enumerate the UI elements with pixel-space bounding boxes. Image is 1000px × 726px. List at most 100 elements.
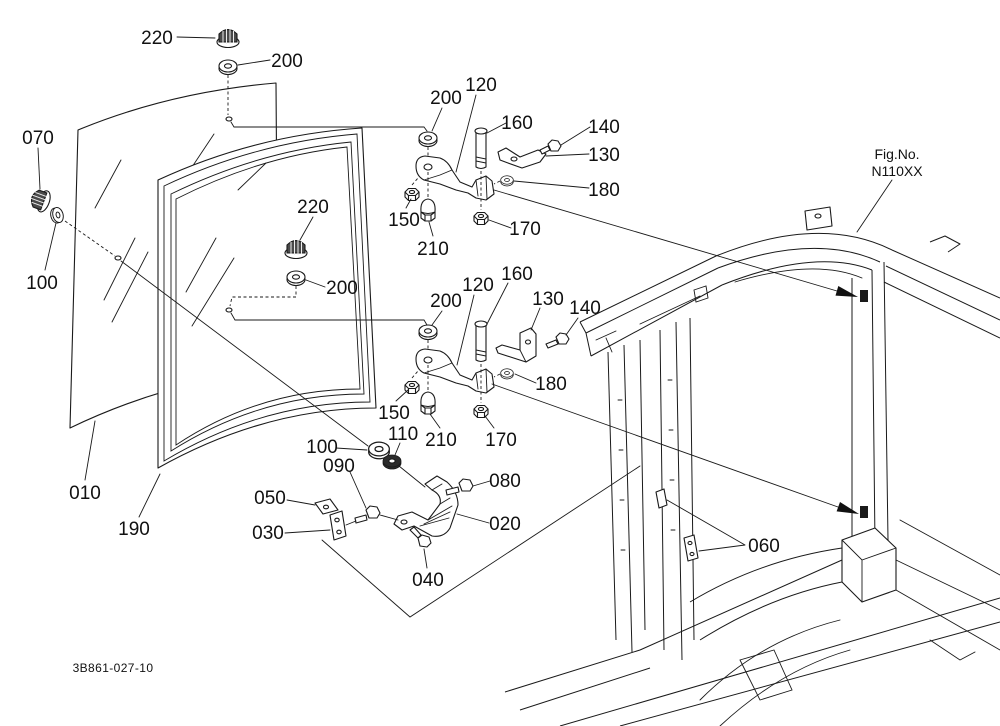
lower-hinge-parts	[404, 320, 514, 419]
part-160-pin-lower	[474, 320, 488, 363]
callout-170-upper: 170	[509, 219, 541, 240]
glass-mount-hole	[225, 116, 233, 122]
part-020-bracket	[393, 475, 459, 537]
callout-190: 190	[118, 519, 150, 540]
callout-220-mid: 220	[297, 197, 329, 218]
callout-060: 060	[748, 536, 780, 557]
callout-170-lower: 170	[485, 430, 517, 451]
part-060-plate-rear	[655, 488, 668, 509]
assembly-line	[120, 260, 369, 447]
callout-150-upper: 150	[388, 210, 420, 231]
callout-130-upper: 130	[588, 145, 620, 166]
leader-line	[405, 94, 591, 237]
hinge-mount-mark-upper	[860, 290, 868, 302]
part-090-bolt	[354, 505, 381, 524]
part-060-plate	[683, 534, 699, 562]
part-030-plate	[329, 510, 347, 541]
callout-180-upper: 180	[588, 180, 620, 201]
callout-140-upper: 140	[588, 117, 620, 138]
leader-line	[666, 499, 746, 552]
callout-030: 030	[252, 523, 284, 544]
part-130-bracket-lower	[495, 327, 537, 363]
frame-floor	[504, 547, 1000, 726]
callout-100-lower: 100	[306, 437, 338, 458]
assembly-dashed-line	[229, 286, 297, 307]
callout-090: 090	[323, 456, 355, 477]
part-150-nut-upper	[404, 187, 420, 202]
lower-hinge-assembly: 200 120 160 130 140 180 150 210 170	[378, 264, 601, 451]
frame-left-post	[607, 317, 695, 661]
callout-130-lower: 130	[532, 289, 564, 310]
upper-hinge-assembly: 200 120 160 140 130 180 150 210 170	[388, 75, 620, 260]
frame-floor-detail	[739, 519, 1000, 701]
figure-reference-number: N110XX	[871, 163, 923, 179]
assembly-line	[398, 465, 426, 488]
callout-110: 110	[388, 424, 418, 445]
assembly-line	[230, 121, 428, 132]
frame-right-post-base-detail	[841, 539, 897, 603]
callout-220-top: 220	[141, 28, 173, 49]
part-140-bolt-upper	[539, 139, 562, 155]
part-210-cap-nut-upper	[420, 198, 436, 222]
part-200-washer-upper-hinge	[418, 131, 438, 148]
leader-line	[284, 442, 491, 569]
assembly-dashed-line	[411, 171, 501, 210]
callout-180-lower: 180	[535, 374, 567, 395]
assembly-dashed-line	[64, 220, 116, 257]
part-200-washer-top	[218, 59, 238, 76]
frame-top-beam-detail	[595, 285, 709, 353]
callout-160-upper: 160	[501, 113, 533, 134]
part-180-washer-upper	[500, 175, 514, 187]
callout-210-upper: 210	[417, 239, 449, 260]
figure-reference-label: Fig.No.	[874, 146, 919, 162]
frame-rubber-line	[163, 133, 371, 462]
mounting-arrow-line-lower	[491, 383, 839, 508]
part-210-cap-nut-lower	[420, 391, 436, 415]
frame-post-holes	[617, 379, 676, 551]
part-150-nut-lower	[404, 380, 420, 395]
callout-200-lower-hinge: 200	[430, 291, 462, 312]
frame-top-beam	[579, 255, 723, 357]
callout-040: 040	[412, 570, 444, 591]
part-120-hinge-lower	[415, 348, 495, 394]
mounting-arrow-line-upper	[493, 189, 838, 292]
callout-100-left: 100	[26, 273, 58, 294]
part-200-washer-mid	[286, 270, 306, 287]
glass-mount-hole	[114, 255, 122, 261]
assembly-line	[230, 312, 428, 326]
part-220-cap-top	[216, 28, 240, 49]
mounting-arrowhead-lower	[836, 502, 859, 514]
callout-080: 080	[489, 471, 521, 492]
frame-mount-hole	[225, 307, 233, 313]
callout-140-lower: 140	[569, 298, 601, 319]
part-160-pin-upper	[474, 127, 488, 170]
callout-200-top: 200	[271, 51, 303, 72]
drawing-code: 3B861-027-10	[73, 661, 154, 675]
frame-arch	[715, 232, 893, 286]
part-170-nut-upper	[473, 211, 489, 226]
callout-150-lower: 150	[378, 403, 410, 424]
callout-070: 070	[22, 128, 54, 149]
frame-arch-inner	[734, 268, 863, 283]
part-200-washer-lower-hinge	[418, 324, 438, 341]
frame-right-post	[851, 261, 889, 546]
part-040-bolt	[409, 526, 432, 548]
hinge-mount-mark-lower	[860, 506, 868, 518]
frame-roof-bracket-hole	[814, 213, 822, 219]
cab-frame: 060 Fig.No. N110XX	[491, 146, 1000, 726]
callout-120-upper: 120	[465, 75, 497, 96]
frame-outer-edge	[157, 127, 377, 469]
leader-line	[395, 282, 579, 429]
part-140-bolt-lower	[545, 332, 570, 349]
part-110-washer-lower	[382, 454, 402, 470]
frame-fender	[699, 619, 851, 726]
callout-210-lower: 210	[425, 430, 457, 451]
callout-010: 010	[69, 483, 101, 504]
part-130-plate-upper	[497, 147, 547, 169]
glass-reflection-lines	[94, 133, 215, 323]
callout-160-lower: 160	[501, 264, 533, 285]
lower-bracket-assembly: 100 110 080 090 050 020 030 040	[252, 424, 641, 618]
part-120-hinge-upper	[415, 155, 495, 201]
leader-line	[37, 36, 326, 518]
